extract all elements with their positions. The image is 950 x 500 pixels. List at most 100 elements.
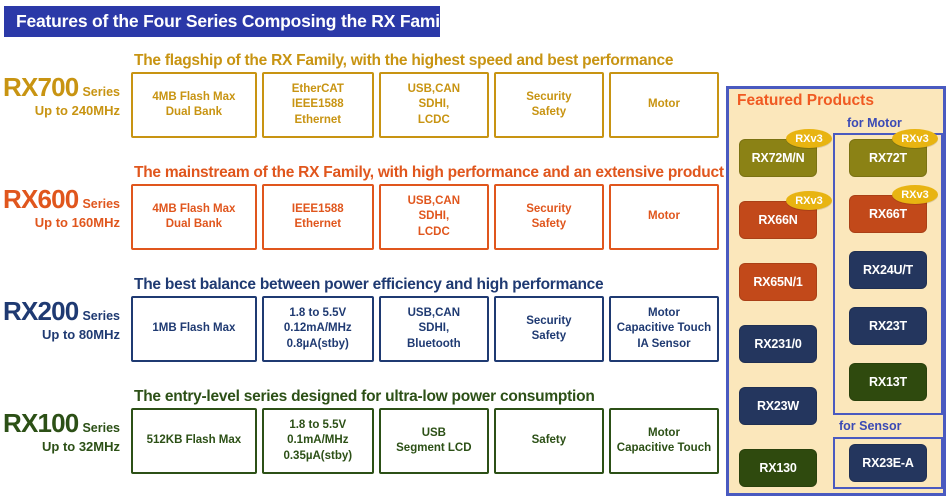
card-line: Ethernet: [294, 113, 342, 126]
card-line: Segment LCD: [396, 442, 472, 454]
product-chip[interactable]: RX23E-A: [849, 444, 927, 482]
series-word: Series: [82, 421, 120, 435]
series-frequency: Up to 32MHz: [42, 439, 120, 454]
series-name: RX600: [2, 184, 79, 214]
card-line: 4MB Flash Max: [152, 90, 236, 103]
product-chip[interactable]: RX65N/1: [739, 263, 817, 301]
feature-card: Motor: [608, 72, 719, 138]
card-line: Capacitive Touch: [616, 442, 712, 454]
card-line: 0.8µA(stby): [286, 337, 349, 350]
card-line: Motor: [647, 307, 680, 320]
feature-card: Security Safety: [493, 296, 604, 362]
card-line: 1.8 to 5.5V: [289, 307, 347, 320]
card-line: USB: [421, 426, 446, 439]
series-word: Series: [82, 85, 120, 99]
feature-card: Motor: [608, 184, 719, 250]
featured-products-title: Featured Products: [737, 92, 874, 109]
series-caption: The flagship of the RX Family, with the …: [134, 52, 674, 69]
card-line: Capacitive Touch: [616, 322, 712, 335]
rxv3-badge: RXv3: [892, 129, 938, 148]
card-line: IA Sensor: [637, 337, 691, 350]
product-label: RX231/0: [754, 337, 802, 351]
feature-card: 1MB Flash Max: [131, 296, 257, 362]
feature-card: Security Safety: [493, 72, 604, 138]
motor-group-box: [833, 133, 943, 415]
product-label: RX66N: [758, 213, 798, 227]
feature-card: 1.8 to 5.5V 0.1mA/MHz 0.35µA(stby): [261, 408, 374, 474]
product-label: RX72T: [869, 151, 907, 165]
card-line: USB,CAN: [407, 307, 461, 320]
card-line: USB,CAN: [407, 83, 461, 96]
badge-label: RXv3: [901, 132, 929, 145]
series-caption: The entry-level series designed for ultr…: [134, 388, 595, 405]
product-label: RX72M/N: [751, 151, 805, 165]
feature-card: 1.8 to 5.5V 0.12mA/MHz 0.8µA(stby): [261, 296, 374, 362]
feature-card: EtherCAT IEEE1588 Ethernet: [261, 72, 374, 138]
card-line: 0.12mA/MHz: [283, 322, 352, 335]
product-label: RX66T: [869, 207, 907, 221]
card-line: SDHI,: [418, 210, 450, 223]
card-line: Safety: [531, 218, 567, 230]
series-frequency: Up to 160MHz: [34, 215, 120, 230]
series-caption: The mainstream of the RX Family, with hi…: [134, 164, 772, 181]
rxv3-badge: RXv3: [892, 185, 938, 204]
product-label: RX23T: [869, 319, 907, 333]
feature-card: USB,CAN SDHI, LCDC: [378, 72, 489, 138]
card-line: 0.1mA/MHz: [287, 434, 349, 447]
card-line: Ethernet: [294, 218, 342, 230]
page-title: Features of the Four Series Composing th…: [16, 11, 455, 31]
series-frequency: Up to 80MHz: [42, 327, 120, 342]
product-label: RX23E-A: [862, 456, 914, 470]
card-line: Security: [526, 314, 572, 327]
card-line: 512KB Flash Max: [146, 434, 242, 447]
feature-card-list-rx700: 4MB Flash Max Dual Bank EtherCAT IEEE158…: [131, 72, 719, 138]
feature-card: Safety: [493, 408, 604, 474]
series-caption: The best balance between power efficienc…: [134, 276, 604, 293]
subhead-for-motor: for Motor: [847, 116, 902, 130]
card-line: Security: [526, 90, 572, 103]
rxv3-badge: RXv3: [786, 191, 832, 210]
series-word: Series: [82, 197, 120, 211]
card-line: Motor: [647, 210, 680, 223]
feature-card: Motor Capacitive Touch: [608, 408, 719, 474]
product-label: RX130: [759, 461, 797, 475]
feature-card: USB,CAN SDHI, LCDC: [378, 184, 489, 250]
feature-card-list-rx600: 4MB Flash Max Dual Bank IEEE1588 Etherne…: [131, 184, 719, 250]
feature-card: IEEE1588 Ethernet: [261, 184, 374, 250]
product-chip[interactable]: RX231/0: [739, 325, 817, 363]
product-chip[interactable]: RX23T: [849, 307, 927, 345]
series-name: RX200: [2, 296, 79, 326]
card-line: Motor: [647, 426, 680, 439]
feature-card: Motor Capacitive Touch IA Sensor: [608, 296, 719, 362]
card-line: 0.35µA(stby): [283, 449, 353, 462]
card-line: Safety: [531, 106, 567, 118]
rxv3-badge: RXv3: [786, 129, 832, 148]
product-chip[interactable]: RX130: [739, 449, 817, 487]
page-title-banner: Features of the Four Series Composing th…: [4, 6, 454, 37]
feature-card: Security Safety: [493, 184, 604, 250]
card-line: Dual Bank: [165, 218, 222, 230]
product-chip[interactable]: RX24U/T: [849, 251, 927, 289]
series-frequency: Up to 240MHz: [34, 103, 120, 118]
product-chip[interactable]: RX13T: [849, 363, 927, 401]
card-line: SDHI,: [418, 98, 450, 111]
badge-label: RXv3: [795, 132, 823, 145]
card-line: Dual Bank: [165, 106, 222, 118]
card-line: Safety: [531, 330, 567, 342]
product-chip[interactable]: RX23W: [739, 387, 817, 425]
feature-card: USB,CAN SDHI, Bluetooth: [378, 296, 489, 362]
card-line: 4MB Flash Max: [152, 202, 236, 215]
card-line: Bluetooth: [407, 337, 461, 350]
card-line: Motor: [647, 98, 680, 111]
series-name: RX700: [2, 72, 79, 102]
card-line: Security: [526, 202, 572, 215]
series-word: Series: [82, 309, 120, 323]
sensor-group-box: [833, 437, 943, 489]
product-chip[interactable]: RX66T: [849, 195, 927, 233]
